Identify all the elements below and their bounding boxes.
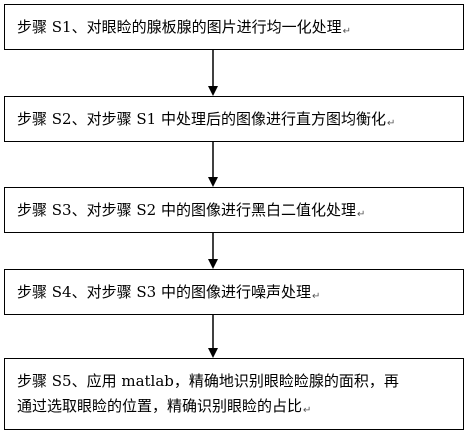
paragraph-mark-icon: ↵: [356, 209, 366, 220]
paragraph-mark-icon: ↵: [386, 118, 396, 129]
arrow-s3-s4: [208, 233, 218, 269]
step-s2-box: 步骤 S2、对步骤 S1 中处理后的图像进行直方图均衡化↵: [4, 96, 464, 142]
arrow-s4-s5: [208, 315, 218, 358]
step-s1-box: 步骤 S1、对眼睑的腺板腺的图片进行均一化处理↵: [4, 4, 464, 50]
arrow-s2-s3: [208, 142, 218, 187]
step-s3-text: 步骤 S3、对步骤 S2 中的图像进行黑白二值化处理: [17, 201, 356, 219]
step-s5-box: 步骤 S5、应用 matlab，精确地识别眼睑睑腺的面积，再 通过选取眼睑的位置…: [4, 358, 464, 430]
paragraph-mark-icon: ↵: [311, 291, 321, 302]
step-s4-box: 步骤 S4、对步骤 S3 中的图像进行噪声处理↵: [4, 269, 464, 315]
paragraph-mark-icon: ↵: [342, 26, 351, 37]
paragraph-mark-icon: ↵: [303, 405, 312, 416]
step-s4-text: 步骤 S4、对步骤 S3 中的图像进行噪声处理: [17, 283, 311, 301]
step-s5-text-line2: 通过选取眼睑的位置，精确识别眼睑的占比: [17, 397, 303, 415]
step-s2-text: 步骤 S2、对步骤 S1 中处理后的图像进行直方图均衡化: [17, 110, 386, 128]
step-s5-text-line1: 步骤 S5、应用 matlab，精确地识别眼睑睑腺的面积，再: [17, 372, 399, 390]
arrow-s1-s2: [208, 50, 218, 96]
step-s3-box: 步骤 S3、对步骤 S2 中的图像进行黑白二值化处理↵: [4, 187, 464, 233]
step-s1-text: 步骤 S1、对眼睑的腺板腺的图片进行均一化处理: [17, 18, 342, 36]
